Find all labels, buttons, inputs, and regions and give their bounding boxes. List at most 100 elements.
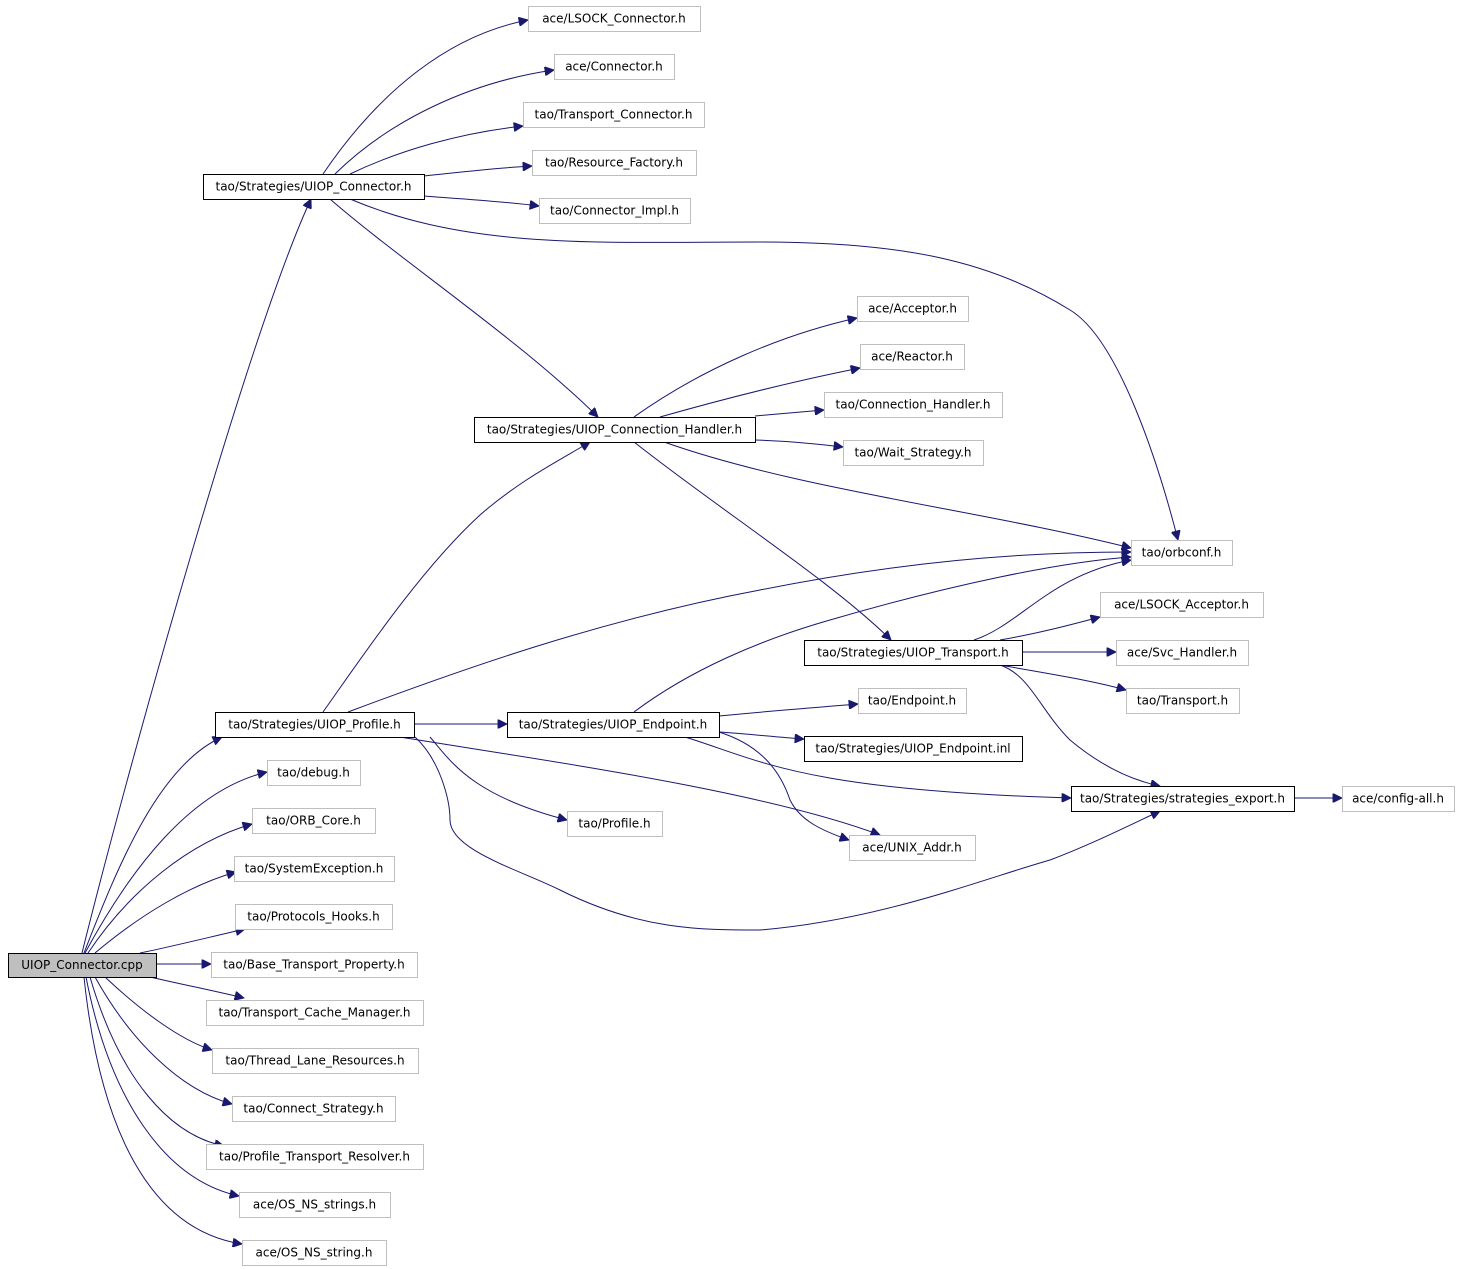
node-box	[474, 417, 756, 443]
node-label: tao/Transport.h	[1137, 694, 1228, 708]
node-tao-profile[interactable]: tao/Profile.h	[567, 811, 663, 837]
edge-transport_h-to-strategies_export	[999, 664, 1160, 786]
node-label: tao/Strategies/UIOP_Endpoint.h	[519, 718, 708, 732]
edge-profile_h-to-strategies_export	[414, 736, 1160, 931]
node-box	[239, 1192, 391, 1218]
node-label: tao/Connect_Strategy.h	[243, 1102, 383, 1116]
node-lsock-acceptor[interactable]: ace/LSOCK_Acceptor.h	[1100, 592, 1264, 618]
node-label: ace/UNIX_Addr.h	[862, 841, 961, 855]
edge-connector_h-to-connection_handler_h	[329, 198, 598, 417]
node-connection-handler-h[interactable]: tao/Strategies/UIOP_Connection_Handler.h	[474, 417, 756, 443]
node-svc-handler[interactable]: ace/Svc_Handler.h	[1116, 640, 1249, 666]
node-unix-addr[interactable]: ace/UNIX_Addr.h	[849, 835, 976, 861]
node-lsock-connector[interactable]: ace/LSOCK_Connector.h	[528, 6, 701, 32]
node-os-ns-strings[interactable]: ace/OS_NS_strings.h	[239, 1192, 391, 1218]
node-label: tao/Thread_Lane_Resources.h	[225, 1054, 404, 1068]
node-debug[interactable]: tao/debug.h	[267, 760, 361, 786]
node-box	[1116, 640, 1249, 666]
node-system-exception[interactable]: tao/SystemException.h	[234, 856, 395, 882]
node-connect-strategy[interactable]: tao/Connect_Strategy.h	[232, 1096, 396, 1122]
node-config-all[interactable]: ace/config-all.h	[1342, 786, 1455, 812]
node-wait-strategy[interactable]: tao/Wait_Strategy.h	[843, 440, 984, 466]
node-label: tao/Transport_Connector.h	[535, 108, 693, 122]
node-box	[232, 1096, 396, 1122]
node-box	[554, 54, 675, 80]
node-tao-connection-handler[interactable]: tao/Connection_Handler.h	[824, 392, 1003, 418]
node-label: ace/LSOCK_Connector.h	[542, 12, 686, 26]
node-box	[804, 736, 1023, 762]
edge-root-to-transport_cache_manager	[149, 976, 244, 998]
edge-connector_h-to-ace_connector	[334, 70, 554, 175]
edge-root-to-thread_lane_resources	[104, 976, 212, 1050]
node-profile-h[interactable]: tao/Strategies/UIOP_Profile.h	[215, 712, 415, 738]
node-box	[1126, 688, 1240, 714]
node-label: tao/ORB_Core.h	[266, 814, 361, 828]
edge-connector_h-to-resource_factory	[423, 166, 532, 177]
node-label: ace/OS_NS_string.h	[256, 1246, 373, 1260]
node-box	[858, 688, 967, 714]
node-box	[860, 344, 965, 370]
node-ace-connector[interactable]: ace/Connector.h	[554, 54, 675, 80]
edges-layer	[81, 20, 1342, 1244]
node-label: tao/SystemException.h	[245, 862, 384, 876]
node-label: tao/Transport_Cache_Manager.h	[219, 1006, 411, 1020]
node-connector-impl[interactable]: tao/Connector_Impl.h	[539, 198, 691, 224]
node-label: tao/Wait_Strategy.h	[854, 446, 971, 460]
node-transport-h[interactable]: tao/Strategies/UIOP_Transport.h	[804, 640, 1023, 666]
node-orbconf[interactable]: tao/orbconf.h	[1131, 540, 1233, 566]
node-endpoint-h[interactable]: tao/Strategies/UIOP_Endpoint.h	[507, 712, 720, 738]
node-box	[523, 102, 705, 128]
node-label: tao/Strategies/UIOP_Profile.h	[228, 718, 401, 732]
edge-endpoint_h-to-endpoint_inl	[718, 731, 804, 739]
node-base-transport-property[interactable]: tao/Base_Transport_Property.h	[211, 952, 418, 978]
node-box	[211, 952, 418, 978]
node-protocols-hooks[interactable]: tao/Protocols_Hooks.h	[235, 904, 393, 930]
node-strategies-export[interactable]: tao/Strategies/strategies_export.h	[1071, 786, 1295, 812]
node-box	[1131, 540, 1233, 566]
node-tao-endpoint[interactable]: tao/Endpoint.h	[858, 688, 967, 714]
edge-connection_handler_h-to-transport_h	[633, 441, 891, 640]
edge-root-to-profile_h	[83, 737, 222, 954]
node-label: tao/Strategies/UIOP_Connector.h	[216, 180, 412, 194]
node-box	[507, 712, 720, 738]
edge-connector_h-to-transport_connector	[349, 126, 523, 175]
node-connector-h[interactable]: tao/Strategies/UIOP_Connector.h	[203, 174, 425, 200]
edge-endpoint_h-to-tao_endpoint	[718, 704, 858, 717]
node-box	[567, 811, 663, 837]
edge-profile_h-to-connection_handler_h	[322, 442, 590, 713]
node-box	[857, 296, 969, 322]
node-label: tao/Strategies/strategies_export.h	[1080, 792, 1285, 806]
node-label: tao/Base_Transport_Property.h	[223, 958, 404, 972]
node-acceptor[interactable]: ace/Acceptor.h	[857, 296, 969, 322]
node-thread-lane-resources[interactable]: tao/Thread_Lane_Resources.h	[212, 1048, 419, 1074]
node-reactor[interactable]: ace/Reactor.h	[860, 344, 965, 370]
node-box	[203, 174, 425, 200]
node-os-ns-string[interactable]: ace/OS_NS_string.h	[242, 1240, 387, 1266]
node-box	[212, 1048, 419, 1074]
edge-connection_handler_h-to-wait_strategy	[754, 439, 843, 447]
edge-root-to-profile_transport_resolver	[89, 976, 224, 1146]
edge-connection_handler_h-to-reactor	[659, 368, 860, 418]
edge-profile_h-to-orbconf	[347, 552, 1131, 713]
node-label: ace/OS_NS_strings.h	[253, 1198, 376, 1212]
node-tao-transport[interactable]: tao/Transport.h	[1126, 688, 1240, 714]
edge-connection_handler_h-to-orbconf	[663, 441, 1131, 548]
node-label: tao/debug.h	[277, 766, 350, 780]
node-box	[8, 953, 157, 978]
node-transport-connector[interactable]: tao/Transport_Connector.h	[523, 102, 705, 128]
edge-connector_h-to-orbconf	[349, 198, 1178, 540]
node-orb-core[interactable]: tao/ORB_Core.h	[252, 808, 376, 834]
edge-root-to-os_ns_string	[83, 976, 242, 1244]
node-root: UIOP_Connector.cpp	[8, 953, 157, 978]
node-box	[843, 440, 984, 466]
node-box	[252, 808, 376, 834]
edge-transport_h-to-orbconf	[973, 560, 1131, 641]
node-label: tao/Strategies/UIOP_Endpoint.inl	[815, 742, 1010, 756]
node-profile-transport-resolver[interactable]: tao/Profile_Transport_Resolver.h	[206, 1144, 424, 1170]
node-box	[532, 150, 697, 176]
node-transport-cache-manager[interactable]: tao/Transport_Cache_Manager.h	[206, 1000, 424, 1026]
node-endpoint-inl[interactable]: tao/Strategies/UIOP_Endpoint.inl	[804, 736, 1023, 762]
node-resource-factory[interactable]: tao/Resource_Factory.h	[532, 150, 697, 176]
node-label: ace/Acceptor.h	[868, 302, 957, 316]
edge-profile_h-to-unix_addr	[399, 736, 880, 835]
